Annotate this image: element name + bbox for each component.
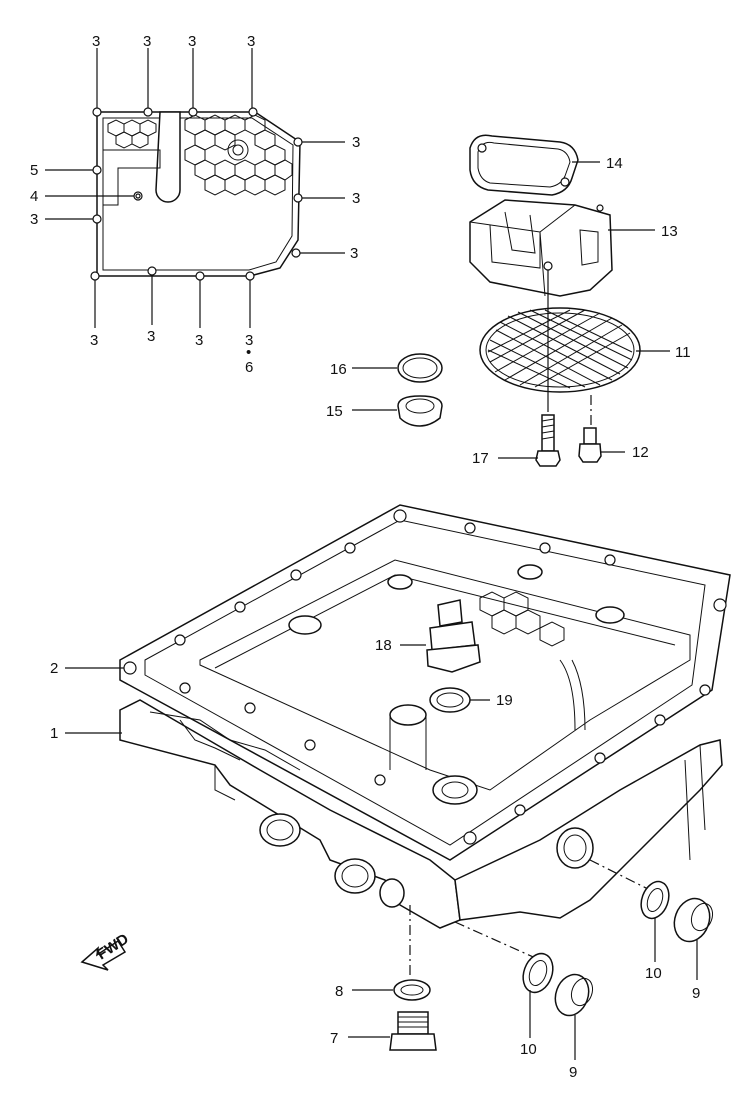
callout-3: 3 xyxy=(195,332,203,349)
drain-plugs xyxy=(348,859,714,1060)
callout-3: 3 xyxy=(30,211,38,228)
baffle-callout-lines xyxy=(45,48,345,328)
callout-4: 4 xyxy=(30,188,38,205)
callout-19: 19 xyxy=(496,692,513,709)
callout-9: 9 xyxy=(692,985,700,1002)
callout-3: 3 xyxy=(352,190,360,207)
callout-numbers: 3 3 3 3 3 3 3 5 4 3 3 3 3 3 • 6 14 13 11… xyxy=(30,33,700,1081)
callout-10: 10 xyxy=(645,965,662,982)
seal-parts xyxy=(352,353,443,427)
callout-3: 3 xyxy=(147,328,155,345)
strainer-callout-lines xyxy=(498,161,670,459)
oil-pressure-switch xyxy=(400,599,490,713)
callout-10: 10 xyxy=(520,1041,537,1058)
callout-11: 11 xyxy=(675,344,691,361)
baffle-plate-assembly xyxy=(90,107,303,281)
callout-3: 3 xyxy=(350,245,358,262)
callout-1: 1 xyxy=(50,725,58,742)
callout-3: 3 xyxy=(188,33,196,50)
callout-3: 3 xyxy=(143,33,151,50)
callout-12: 12 xyxy=(632,444,649,461)
callout-18: 18 xyxy=(375,637,392,654)
callout-2: 2 xyxy=(50,660,58,677)
callout-3: 3 xyxy=(90,332,98,349)
callout-8: 8 xyxy=(335,983,343,1000)
strainer-assembly xyxy=(469,134,641,467)
callout-5: 5 xyxy=(30,162,38,179)
oil-pan-body xyxy=(119,559,723,929)
callout-16: 16 xyxy=(330,361,347,378)
callout-15: 15 xyxy=(326,403,343,420)
callout-13: 13 xyxy=(661,223,678,240)
callout-3: 3 xyxy=(352,134,360,151)
callout-9: 9 xyxy=(569,1064,577,1081)
main-callout-lines xyxy=(65,667,124,734)
oil-pan-gasket xyxy=(119,504,731,861)
callout-14: 14 xyxy=(606,155,623,172)
callout-17: 17 xyxy=(472,450,489,467)
callout-3: 3 xyxy=(245,332,253,349)
callout-6: 6 xyxy=(245,359,253,376)
forward-direction-arrow: FWD xyxy=(80,930,132,971)
callout-7: 7 xyxy=(330,1030,338,1047)
callout-dot: • xyxy=(246,344,251,361)
callout-3: 3 xyxy=(247,33,255,50)
callout-3: 3 xyxy=(92,33,100,50)
